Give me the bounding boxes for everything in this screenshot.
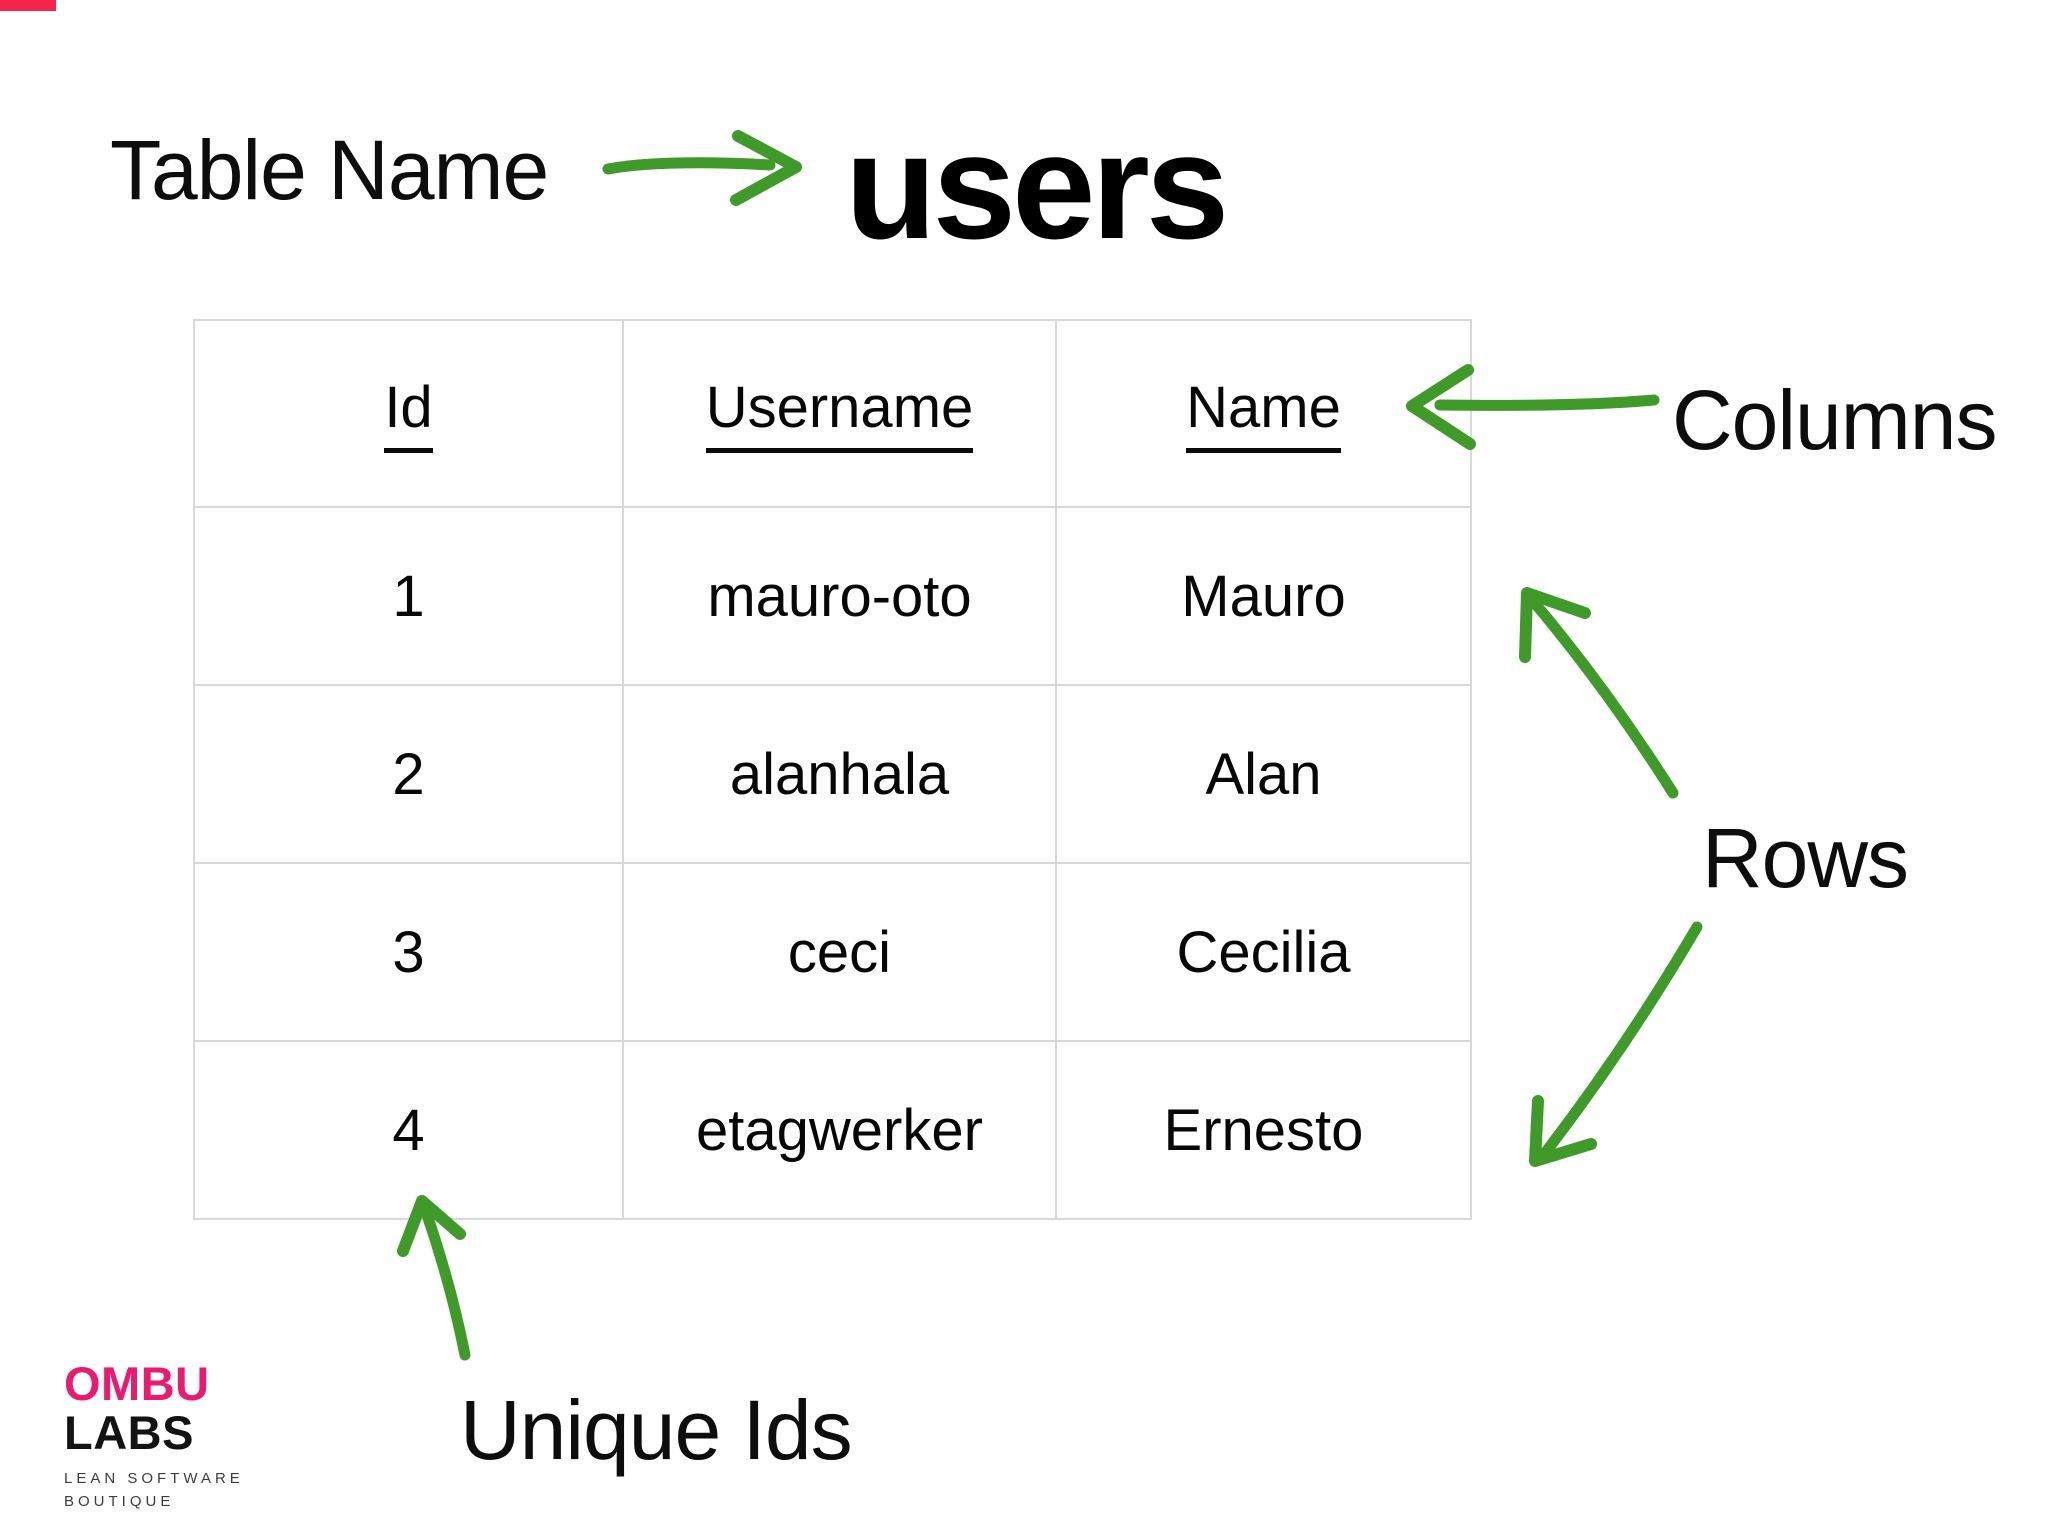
cell-username: alanhala — [622, 684, 1057, 864]
header-row: Id Username Name — [193, 319, 1472, 508]
table-title: users — [845, 102, 1229, 270]
columns-arrow-icon — [1398, 362, 1663, 452]
cell-username: ceci — [622, 862, 1057, 1042]
table-row: 2 alanhala Alan — [193, 684, 1472, 864]
cell-id: 1 — [193, 506, 624, 686]
columns-label: Columns — [1672, 373, 1997, 467]
logo-tagline: LEAN SOFTWARE BOUTIQUE — [64, 1468, 244, 1513]
rows-arrow-top-icon — [1495, 565, 1695, 805]
unique-ids-arrow-icon — [385, 1185, 495, 1370]
rows-arrow-bottom-icon — [1505, 915, 1715, 1175]
table-row: 1 mauro-oto Mauro — [193, 506, 1472, 686]
cell-name: Ernesto — [1055, 1040, 1472, 1220]
users-table: Id Username Name 1 mauro-oto Mauro 2 ala… — [193, 319, 1472, 1220]
corner-red-bar — [0, 0, 56, 11]
cell-username: etagwerker — [622, 1040, 1057, 1220]
cell-id: 4 — [193, 1040, 624, 1220]
column-header-name: Name — [1055, 319, 1472, 508]
table-name-arrow-icon — [600, 128, 810, 208]
ombu-labs-logo: OMBU LABS LEAN SOFTWARE BOUTIQUE — [64, 1360, 244, 1513]
unique-ids-label: Unique Ids — [460, 1383, 853, 1477]
cell-name: Cecilia — [1055, 862, 1472, 1042]
rows-label: Rows — [1702, 811, 1909, 905]
column-header-id: Id — [193, 319, 624, 508]
cell-id: 3 — [193, 862, 624, 1042]
table-name-label: Table Name — [110, 123, 549, 217]
logo-tagline-line2: BOUTIQUE — [64, 1492, 175, 1510]
logo-labs-text: LABS — [64, 1406, 194, 1459]
cell-name: Alan — [1055, 684, 1472, 864]
cell-username: mauro-oto — [622, 506, 1057, 686]
cell-name: Mauro — [1055, 506, 1472, 686]
logo-ombu-text: OMBU — [64, 1357, 210, 1410]
table-row: 3 ceci Cecilia — [193, 862, 1472, 1042]
table-row: 4 etagwerker Ernesto — [193, 1040, 1472, 1220]
column-header-username: Username — [622, 319, 1057, 508]
logo-tagline-line1: LEAN SOFTWARE — [64, 1470, 244, 1487]
cell-id: 2 — [193, 684, 624, 864]
